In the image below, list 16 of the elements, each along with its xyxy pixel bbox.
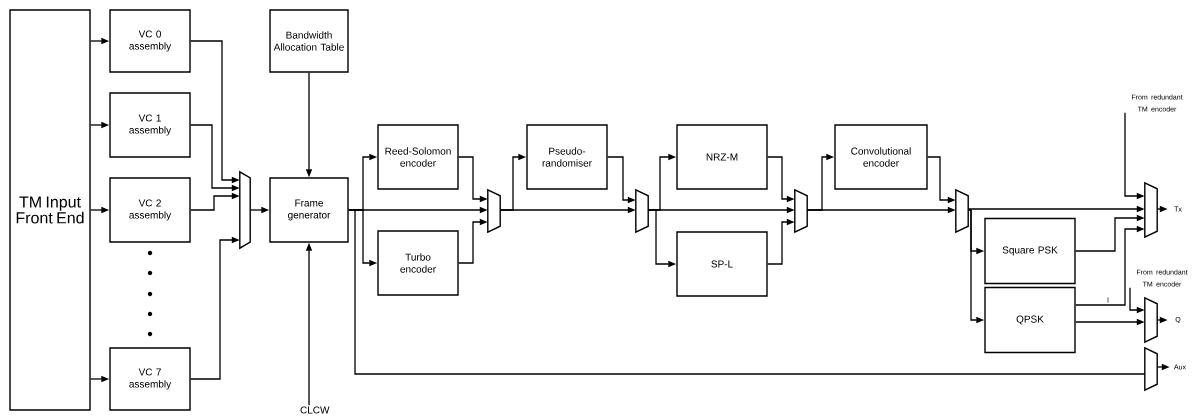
process-box: NRZ-M — [676, 124, 768, 190]
process-box: SP-L — [676, 231, 768, 297]
process-box: Frame generator — [269, 177, 349, 243]
process-box: Convolutional encoder — [834, 124, 928, 190]
process-box: Square PSK — [984, 217, 1076, 285]
process-box: TM Input Front End — [9, 9, 91, 411]
process-box: Bandwidth Allocation Table — [269, 9, 349, 73]
process-box: VC 0 assembly — [109, 9, 191, 73]
process-box: Pseudo-randomiser — [526, 124, 608, 190]
process-box: QPSK — [984, 286, 1076, 354]
process-box: Reed-Solomon encoder — [377, 124, 459, 190]
signal-label: CLCW — [300, 406, 330, 414]
process-box: VC 2 assembly — [109, 177, 191, 243]
process-box: Turbo encoder — [377, 230, 459, 296]
process-box: VC 1 assembly — [109, 92, 191, 158]
process-box: VC 7 assembly — [109, 347, 191, 411]
